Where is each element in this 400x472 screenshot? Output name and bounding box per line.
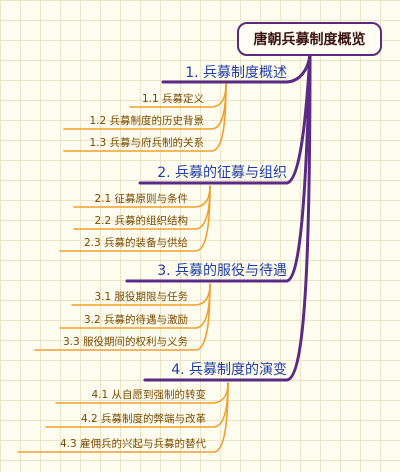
topic-2-2[interactable]: 2.2 兵募的组织结构 (94, 215, 188, 227)
topic-1-2[interactable]: 1.2 兵募制度的历史背景 (89, 115, 204, 127)
topic-1-1[interactable]: 1.1 兵募定义 (141, 93, 204, 105)
topic-3-2[interactable]: 3.2 兵募的待遇与激励 (83, 314, 188, 326)
topic-3-1[interactable]: 3.1 服役期限与任务 (94, 291, 188, 303)
trunk-line-4 (143, 53, 312, 382)
topic-4-1[interactable]: 4.1 从自愿到强制的转变 (91, 389, 206, 401)
topic-2-1[interactable]: 2.1 征募原则与条件 (94, 193, 188, 205)
topic-4-2[interactable]: 4.2 兵募制度的弊端与改革 (80, 413, 206, 425)
trunk-line-3 (125, 53, 312, 283)
branch-1-title[interactable]: 1. 兵募制度概述 (185, 65, 287, 81)
branch-3-title[interactable]: 3. 兵募的服役与待遇 (157, 263, 287, 279)
branch-2-title[interactable]: 2. 兵募的征募与组织 (157, 165, 287, 181)
topic-3-3[interactable]: 3.3 服役期间的权利与义务 (62, 336, 188, 348)
root-topic[interactable]: 唐朝兵募制度概览 (237, 22, 382, 56)
topic-1-3[interactable]: 1.3 兵募与府兵制的关系 (89, 137, 204, 149)
branch-4-title[interactable]: 4. 兵募制度的演变 (171, 362, 287, 378)
leaf-lines (17, 83, 229, 453)
trunk-lines (125, 53, 312, 382)
topic-4-3[interactable]: 4.3 雇佣兵的兴起与兵募的替代 (59, 438, 206, 450)
topic-2-3[interactable]: 2.3 兵募的装备与供给 (83, 237, 188, 249)
